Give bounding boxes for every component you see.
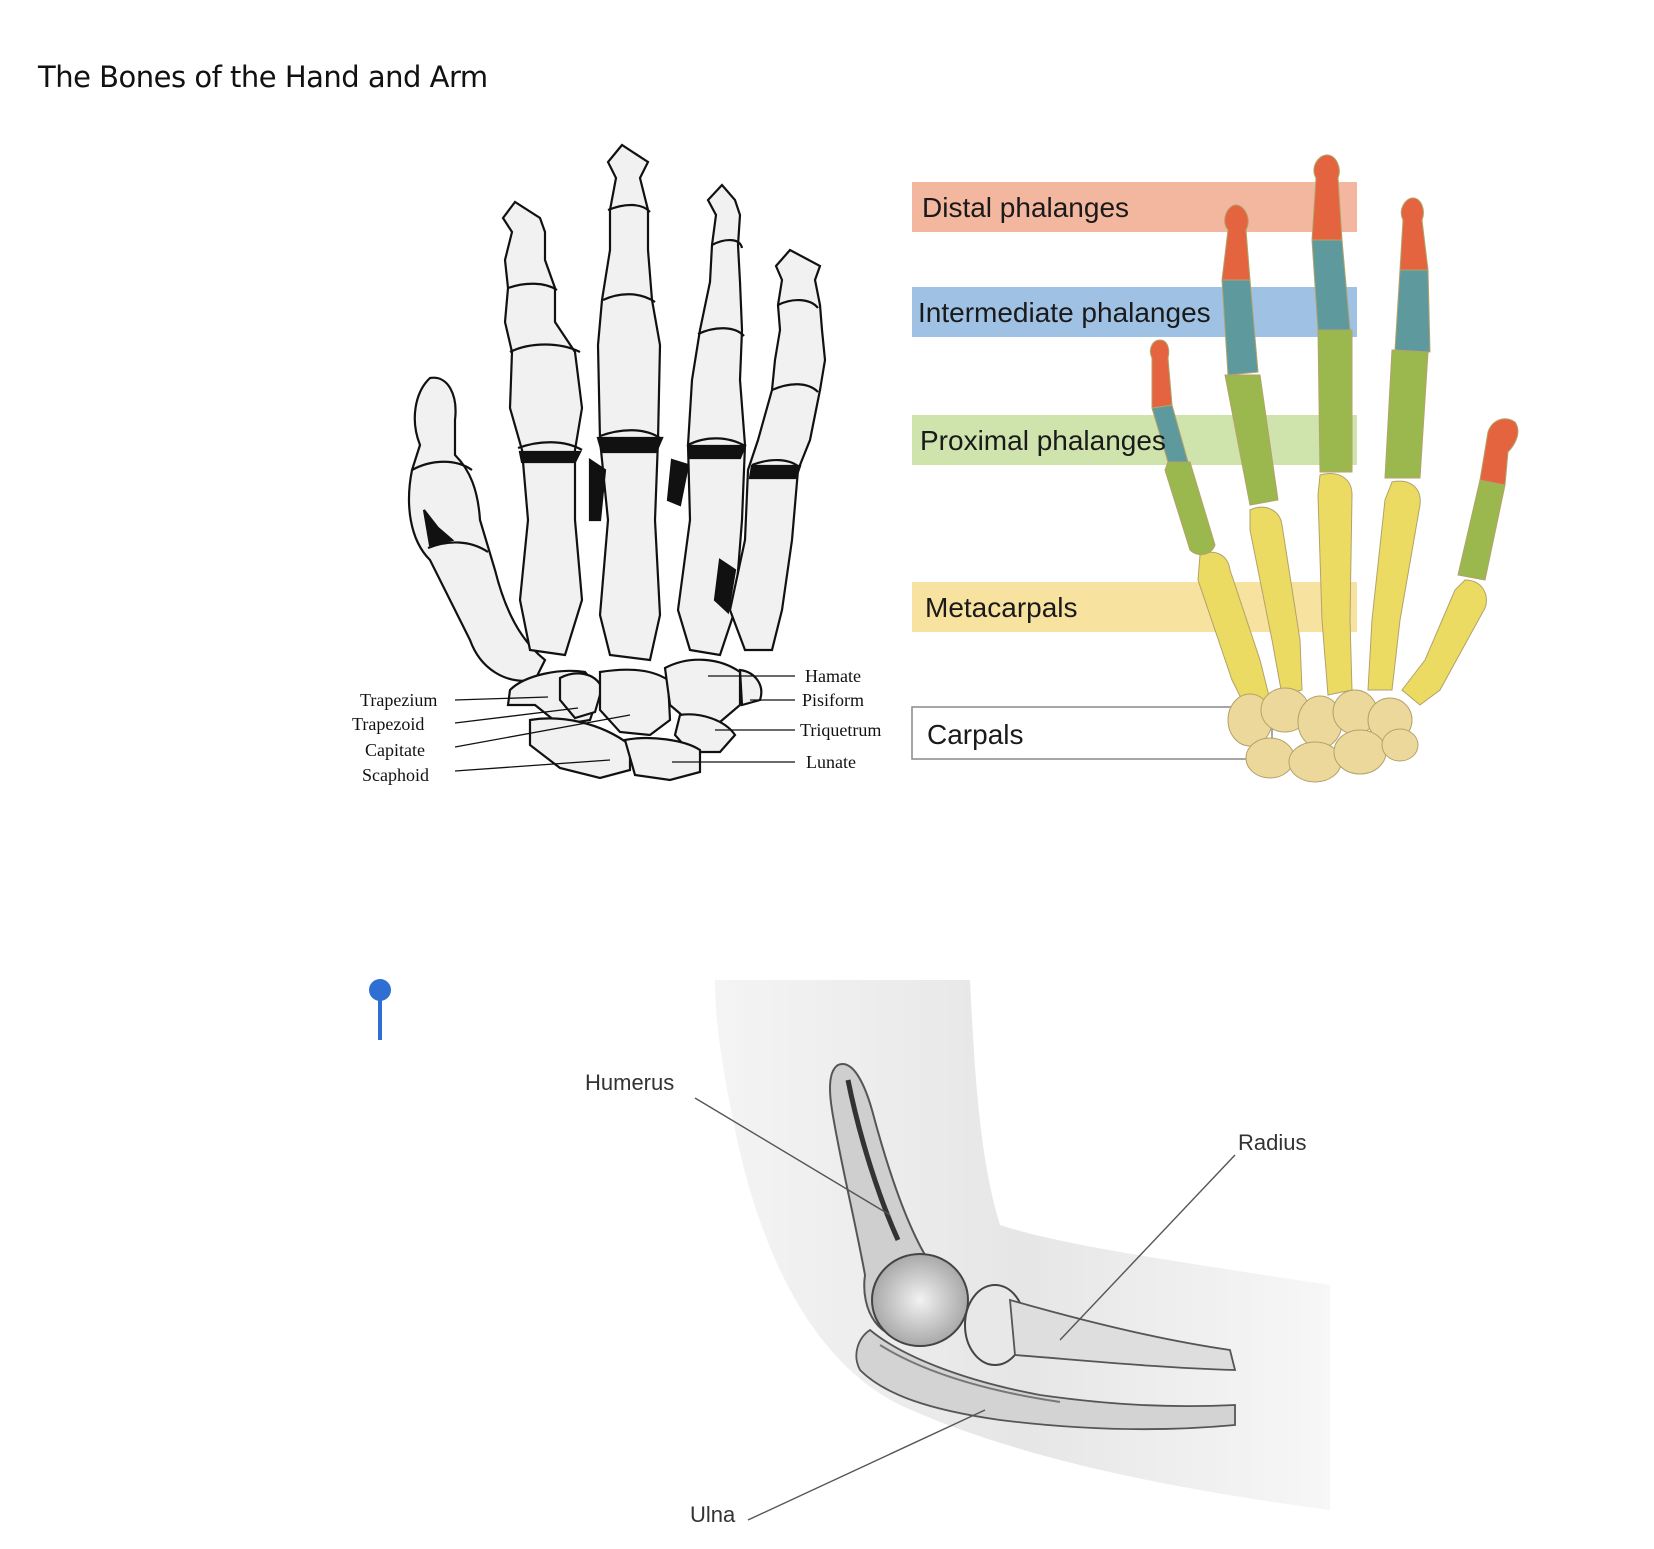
label-proximal-phalanges: Proximal phalanges [920,425,1166,456]
label-hamate: Hamate [805,666,861,686]
label-pisiform: Pisiform [802,690,864,710]
label-distal-phalanges: Distal phalanges [922,192,1129,223]
label-metacarpals: Metacarpals [925,592,1078,623]
label-radius: Radius [1238,1130,1306,1155]
hand-skeleton-drawing [409,145,825,780]
label-lunate: Lunate [806,752,856,772]
label-carpals: Carpals [927,719,1023,750]
label-trapezoid: Trapezoid [352,714,424,734]
label-ulna: Ulna [690,1502,736,1527]
elbow-illustration: Humerus Radius Ulna [585,980,1330,1527]
left-carpal-labels: Trapezium Trapezoid Capitate Scaphoid [352,690,437,785]
label-humerus: Humerus [585,1070,674,1095]
label-trapezium: Trapezium [360,690,437,710]
colored-hand-bones [1150,155,1517,782]
right-carpal-labels: Hamate Pisiform Triquetrum Lunate [800,666,881,772]
label-triquetrum: Triquetrum [800,720,881,740]
label-intermediate-phalanges: Intermediate phalanges [918,297,1211,328]
pin-icon[interactable] [369,979,391,1040]
label-scaphoid: Scaphoid [362,765,429,785]
label-capitate: Capitate [365,740,425,760]
arm-silhouette [715,980,1330,1510]
